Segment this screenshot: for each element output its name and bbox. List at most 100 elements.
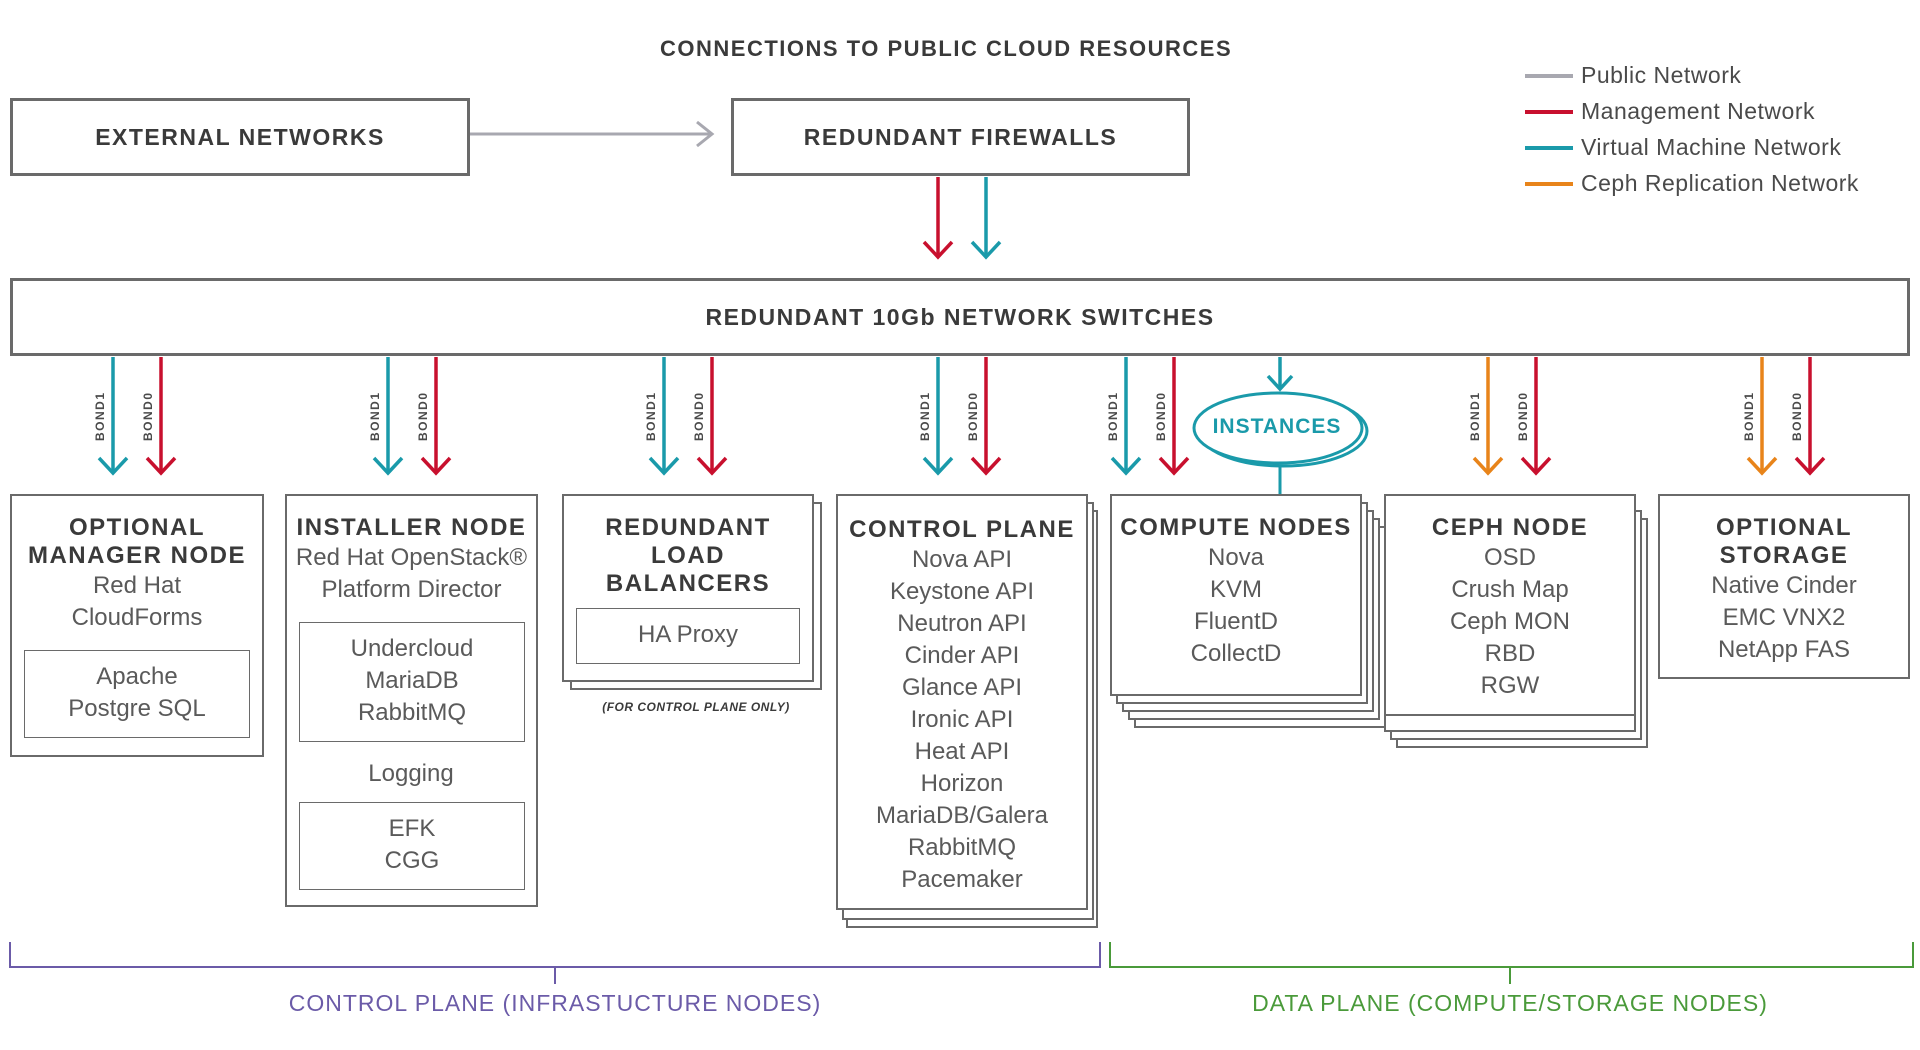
data-plane-brace-label: DATA PLANE (COMPUTE/STORAGE NODES) <box>1252 990 1768 1016</box>
installer-logging: Logging <box>368 760 454 787</box>
public-network-arrow <box>470 120 715 148</box>
compute-item: CollectD <box>1190 640 1282 667</box>
installer-node-box: INSTALLER NODE Red Hat OpenStack® Platfo… <box>285 494 538 907</box>
control-item: Pacemaker <box>901 866 1023 893</box>
bond1-label: BOND1 <box>1468 391 1482 441</box>
bond1-arrow <box>1746 357 1778 476</box>
compute-title: COMPUTE NODES <box>1120 514 1352 541</box>
switches-box: REDUNDANT 10Gb NETWORK SWITCHES <box>10 278 1910 356</box>
control-item: Keystone API <box>889 578 1035 605</box>
bond1-label: BOND1 <box>1106 391 1120 441</box>
legend-swatch-public <box>1525 74 1573 78</box>
legend-label-ceph: Ceph Replication Network <box>1581 170 1859 196</box>
bond1-arrow <box>97 357 129 476</box>
manager-title-1: OPTIONAL <box>69 514 205 541</box>
ceph-item: OSD <box>1483 544 1536 571</box>
legend-label-management: Management Network <box>1581 98 1815 124</box>
installer-line-1: Red Hat OpenStack® <box>295 544 528 571</box>
storage-item: EMC VNX2 <box>1722 604 1846 631</box>
bond0-arrow <box>970 357 1002 476</box>
storage-item: NetApp FAS <box>1717 636 1851 663</box>
bond0-label: BOND0 <box>692 391 706 441</box>
firewalls-box: REDUNDANT FIREWALLS <box>731 98 1190 176</box>
instances-ellipse <box>1192 391 1369 468</box>
lb-title-3: BALANCERS <box>605 570 771 597</box>
control-item: RabbitMQ <box>907 834 1017 861</box>
manager-inner-box: Apache Postgre SQL <box>24 650 250 738</box>
bond0-arrow <box>1158 357 1190 476</box>
bond0-label: BOND0 <box>416 391 430 441</box>
external-networks-box: EXTERNAL NETWORKS <box>10 98 470 176</box>
control-item: Neutron API <box>897 610 1027 637</box>
firewall-vm-arrow <box>970 177 1002 260</box>
storage-title-1: OPTIONAL <box>1716 514 1852 541</box>
bond1-label: BOND1 <box>93 391 107 441</box>
manager-line-1: Red Hat <box>92 572 182 599</box>
ceph-item: Ceph MON <box>1449 608 1571 635</box>
legend-label-public: Public Network <box>1581 62 1742 88</box>
bond0-label: BOND0 <box>1790 391 1804 441</box>
compute-item: KVM <box>1209 576 1262 603</box>
bond1-label: BOND1 <box>644 391 658 441</box>
legend-swatch-vm <box>1525 146 1573 150</box>
installer-line-2: Platform Director <box>321 576 502 603</box>
ceph-item: RBD <box>1484 640 1536 667</box>
firewall-mgmt-arrow <box>922 177 954 260</box>
installer-title: INSTALLER NODE <box>296 514 527 541</box>
lb-inner: HA Proxy <box>637 621 739 648</box>
installer-inner2-1: EFK <box>388 815 436 842</box>
bond1-arrow <box>648 357 680 476</box>
bond0-arrow <box>145 357 177 476</box>
bond1-arrow <box>922 357 954 476</box>
bond0-arrow <box>1794 357 1826 476</box>
lb-box: REDUNDANT LOAD BALANCERS HA Proxy <box>562 494 814 682</box>
compute-item: Nova <box>1207 544 1265 571</box>
lb-note: (FOR CONTROL PLANE ONLY) <box>602 700 790 714</box>
compute-item: FluentD <box>1193 608 1279 635</box>
bond0-label: BOND0 <box>1516 391 1530 441</box>
storage-item: Native Cinder <box>1711 572 1857 599</box>
control-item: Glance API <box>901 674 1023 701</box>
control-title: CONTROL PLANE <box>849 516 1075 543</box>
bond0-label: BOND0 <box>1154 391 1168 441</box>
installer-inner-3: RabbitMQ <box>357 699 467 726</box>
control-item: Heat API <box>914 738 1010 765</box>
bond0-arrow <box>696 357 728 476</box>
diagram-title: CONNECTIONS TO PUBLIC CLOUD RESOURCES <box>660 36 1233 61</box>
instances-arrow <box>1266 357 1294 497</box>
ceph-item: Crush Map <box>1451 576 1569 603</box>
manager-title-2: MANAGER NODE <box>27 542 246 569</box>
instances-label: INSTANCES <box>1212 415 1342 438</box>
bond1-arrow <box>1472 357 1504 476</box>
manager-node-box: OPTIONAL MANAGER NODE Red Hat CloudForms… <box>10 494 264 757</box>
bond1-label: BOND1 <box>1742 391 1756 441</box>
external-networks-label: EXTERNAL NETWORKS <box>95 124 385 150</box>
bond0-arrow <box>420 357 452 476</box>
legend-swatch-management <box>1525 110 1573 114</box>
ceph-item: RGW <box>1480 672 1540 699</box>
installer-inner2-2: CGG <box>384 847 440 874</box>
installer-inner-box: Undercloud MariaDB RabbitMQ <box>299 622 525 742</box>
control-item: Cinder API <box>904 642 1020 669</box>
switches-label: REDUNDANT 10Gb NETWORK SWITCHES <box>705 304 1215 330</box>
bond1-label: BOND1 <box>368 391 382 441</box>
bond0-label: BOND0 <box>141 391 155 441</box>
bond1-arrow <box>1110 357 1142 476</box>
control-item: Ironic API <box>910 706 1014 733</box>
storage-title-2: STORAGE <box>1719 542 1849 569</box>
ceph-title: CEPH NODE <box>1431 514 1589 541</box>
control-plane-brace <box>9 942 1101 984</box>
installer-inner-2: MariaDB <box>365 667 459 694</box>
firewalls-label: REDUNDANT FIREWALLS <box>803 124 1118 150</box>
manager-inner-1: Apache <box>96 663 178 690</box>
bond1-arrow <box>372 357 404 476</box>
lb-inner-box: HA Proxy <box>576 608 800 664</box>
legend-swatch-ceph <box>1525 182 1573 186</box>
